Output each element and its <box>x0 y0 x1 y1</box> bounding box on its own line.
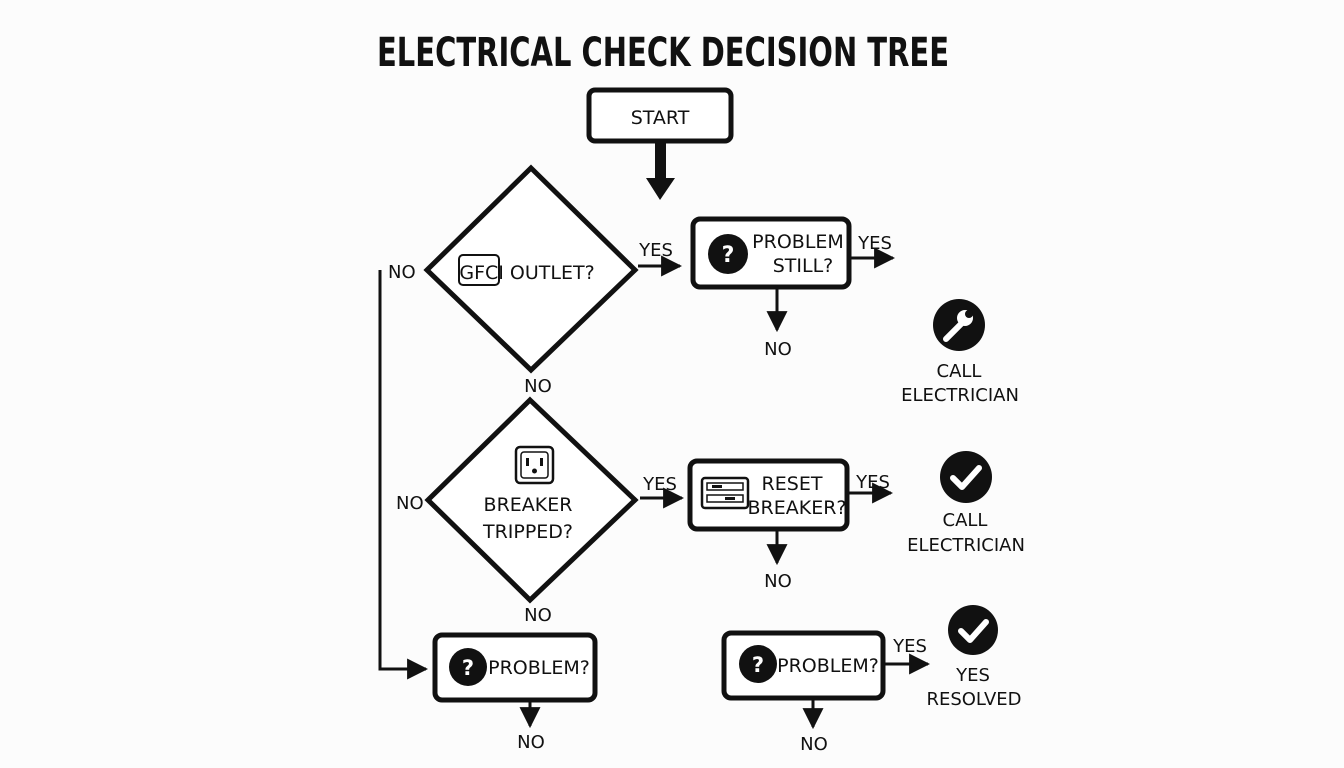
no-label-problem-left: NO <box>517 732 545 753</box>
start-arrow <box>646 141 675 200</box>
yes-label-problem-right: YES <box>892 636 927 657</box>
problem-still-node: ? PROBLEM STILL? <box>690 216 852 290</box>
reset-breaker-node: RESET BREAKER? <box>687 458 850 532</box>
no-label-problem-right: NO <box>800 734 828 755</box>
yes-label-problem-still: YES <box>857 233 892 254</box>
no-label-breaker-bottom: NO <box>524 605 552 626</box>
call-electrician-1-line2: ELECTRICIAN <box>901 385 1019 406</box>
question-mark-icon: ? <box>739 645 777 683</box>
yes-label-gfci: YES <box>638 240 673 261</box>
svg-text:?: ? <box>752 653 764 677</box>
breaker-decision: BREAKER TRIPPED? <box>424 396 639 604</box>
breaker-line2: TRIPPED? <box>482 521 573 543</box>
yes-label-breaker: YES <box>642 474 677 495</box>
reset-breaker-line2: BREAKER? <box>748 497 847 519</box>
call-electrician-2-line1: CALL <box>943 510 988 531</box>
outlet-icon <box>514 445 555 485</box>
no-label-gfci-bottom: NO <box>524 376 552 397</box>
no-label-problem-still: NO <box>764 339 792 360</box>
problem-left-node: ? PROBLEM? <box>432 632 598 703</box>
problem-right-label: PROBLEM? <box>777 655 879 677</box>
outlet-frame-icon <box>458 254 500 286</box>
question-mark-icon: ? <box>449 648 487 686</box>
svg-text:?: ? <box>462 656 474 680</box>
svg-text:?: ? <box>722 243 735 268</box>
resolved-line2: RESOLVED <box>926 689 1021 710</box>
diagram-title: ELECTRICAL CHECK DECISION TREE <box>377 30 949 76</box>
gfci-decision: GFCI OUTLET? <box>423 164 639 374</box>
problem-left-label: PROBLEM? <box>488 657 590 679</box>
breaker-line1: BREAKER <box>484 494 573 516</box>
left-no-line <box>378 270 429 680</box>
problem-right-node: ? PROBLEM? <box>721 630 886 701</box>
problem-still-line1: PROBLEM <box>752 231 844 253</box>
check-icon <box>940 451 992 503</box>
call-electrician-2-line2: ELECTRICIAN <box>907 535 1025 556</box>
reset-breaker-line1: RESET <box>762 473 823 495</box>
gfci-label: GFCI OUTLET? <box>459 262 594 284</box>
no-label-breaker-left: NO <box>396 493 424 514</box>
question-mark-icon: ? <box>708 234 748 274</box>
yes-label-reset: YES <box>855 472 890 493</box>
no-label-reset: NO <box>764 571 792 592</box>
breaker-panel-icon <box>700 476 750 510</box>
resolved-line1: YES <box>955 665 990 686</box>
start-label: START <box>631 107 690 129</box>
wrench-icon <box>933 299 985 351</box>
no-label-gfci-left: NO <box>388 262 416 283</box>
call-electrician-1-line1: CALL <box>937 361 982 382</box>
start-node: START <box>586 87 734 144</box>
check-icon <box>948 605 998 655</box>
problem-still-line2: STILL? <box>773 255 834 277</box>
